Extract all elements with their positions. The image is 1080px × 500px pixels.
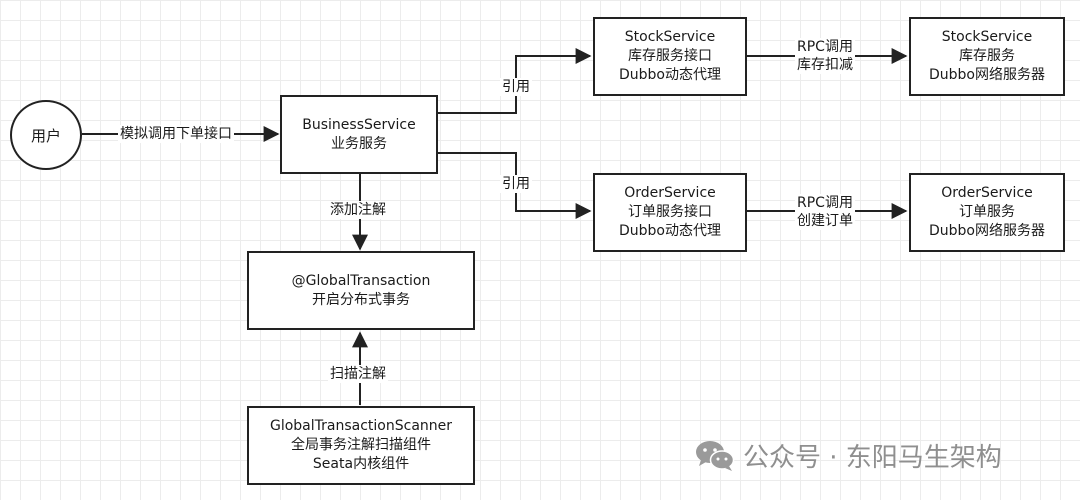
edge-label-scan-annotation: 扫描注解 [328, 365, 388, 383]
order-rpc-line1: RPC调用 [797, 195, 853, 211]
edge-label-stock-rpc: RPC调用 库存扣减 [795, 38, 855, 74]
global-transaction-title: @GlobalTransaction [291, 272, 431, 289]
stock-service-node: StockService 库存服务 Dubbo网络服务器 [909, 17, 1065, 96]
edge-label-add-annotation: 添加注解 [328, 201, 388, 219]
order-service-node: OrderService 订单服务 Dubbo网络服务器 [909, 173, 1065, 252]
order-service-title: OrderService [941, 185, 1033, 201]
stock-interface-desc: 库存服务接口 [628, 48, 712, 64]
order-service-desc: 订单服务 [959, 204, 1015, 220]
business-service-title: BusinessService [302, 116, 416, 133]
stock-interface-node: StockService 库存服务接口 Dubbo动态代理 [593, 17, 747, 96]
order-interface-desc: 订单服务接口 [628, 204, 712, 220]
scanner-component: Seata内核组件 [312, 456, 410, 472]
global-transaction-node: @GlobalTransaction 开启分布式事务 [247, 251, 475, 330]
scanner-title: GlobalTransactionScanner [269, 418, 453, 434]
stock-rpc-line1: RPC调用 [797, 39, 853, 55]
stock-interface-proxy: Dubbo动态代理 [619, 67, 721, 83]
stock-rpc-line2: 库存扣减 [797, 57, 853, 73]
business-service-desc: 业务服务 [331, 135, 387, 152]
user-node-label: 用户 [30, 126, 61, 145]
edge-label-ref-order: 引用 [500, 175, 532, 193]
order-rpc-line2: 创建订单 [797, 213, 853, 229]
order-interface-title: OrderService [624, 185, 716, 201]
order-interface-proxy: Dubbo动态代理 [619, 223, 721, 239]
watermark: 公众号 · 东阳马生架构 [695, 437, 1002, 474]
scanner-desc: 全局事务注解扫描组件 [291, 437, 431, 453]
user-node: 用户 [10, 100, 82, 170]
wechat-icon [696, 440, 735, 471]
global-transaction-desc: 开启分布式事务 [312, 291, 410, 308]
order-service-server: Dubbo网络服务器 [929, 223, 1045, 239]
global-transaction-scanner-node: GlobalTransactionScanner 全局事务注解扫描组件 Seat… [247, 406, 475, 485]
edge-label-ref-stock: 引用 [500, 78, 532, 96]
order-interface-node: OrderService 订单服务接口 Dubbo动态代理 [593, 173, 747, 252]
stock-service-title: StockService [941, 29, 1033, 45]
stock-service-server: Dubbo网络服务器 [929, 67, 1045, 83]
watermark-text: 公众号 · 东阳马生架构 [743, 443, 1002, 473]
edge-label-user-business: 模拟调用下单接口 [118, 125, 234, 143]
business-service-node: BusinessService 业务服务 [280, 95, 438, 174]
edge-label-order-rpc: RPC调用 创建订单 [795, 194, 855, 230]
stock-interface-title: StockService [624, 29, 716, 45]
stock-service-desc: 库存服务 [959, 48, 1015, 64]
